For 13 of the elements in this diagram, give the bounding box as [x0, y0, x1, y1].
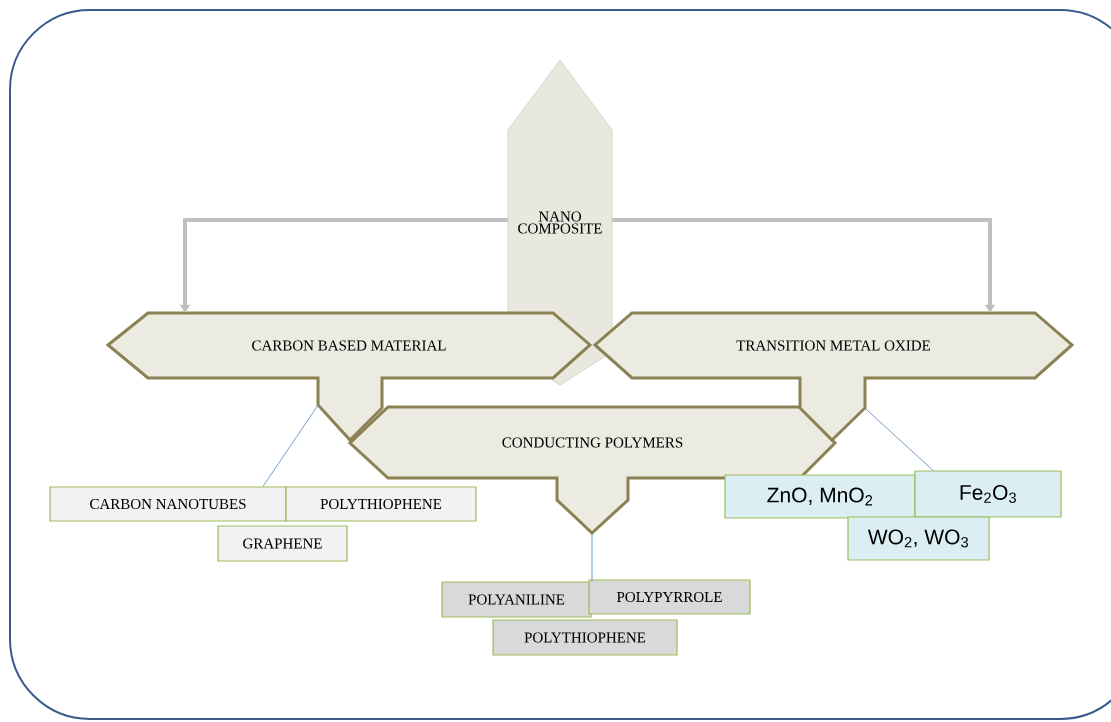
label-box: POLYTHIOPHENE [285, 486, 477, 522]
label-box: GRAPHENE [217, 525, 348, 562]
label-box: POLYANILINE [441, 581, 592, 618]
label-box: WO$_{2}$, WO$_{3}$ [847, 516, 990, 561]
leader-line [262, 404, 319, 487]
label-box: CARBON NANOTUBES [49, 486, 287, 522]
label-box: POLYPYRROLE [588, 579, 751, 615]
leader-line [864, 407, 934, 471]
label-box: ZnO, MnO$_{2}$ [724, 474, 916, 519]
label-box: POLYTHIOPHENE [492, 619, 678, 656]
leader-line [591, 532, 593, 582]
label-box: Fe$_{2}$O$_{3}$ [914, 470, 1062, 518]
node-label: TRANSITION METAL OXIDE [736, 340, 931, 351]
